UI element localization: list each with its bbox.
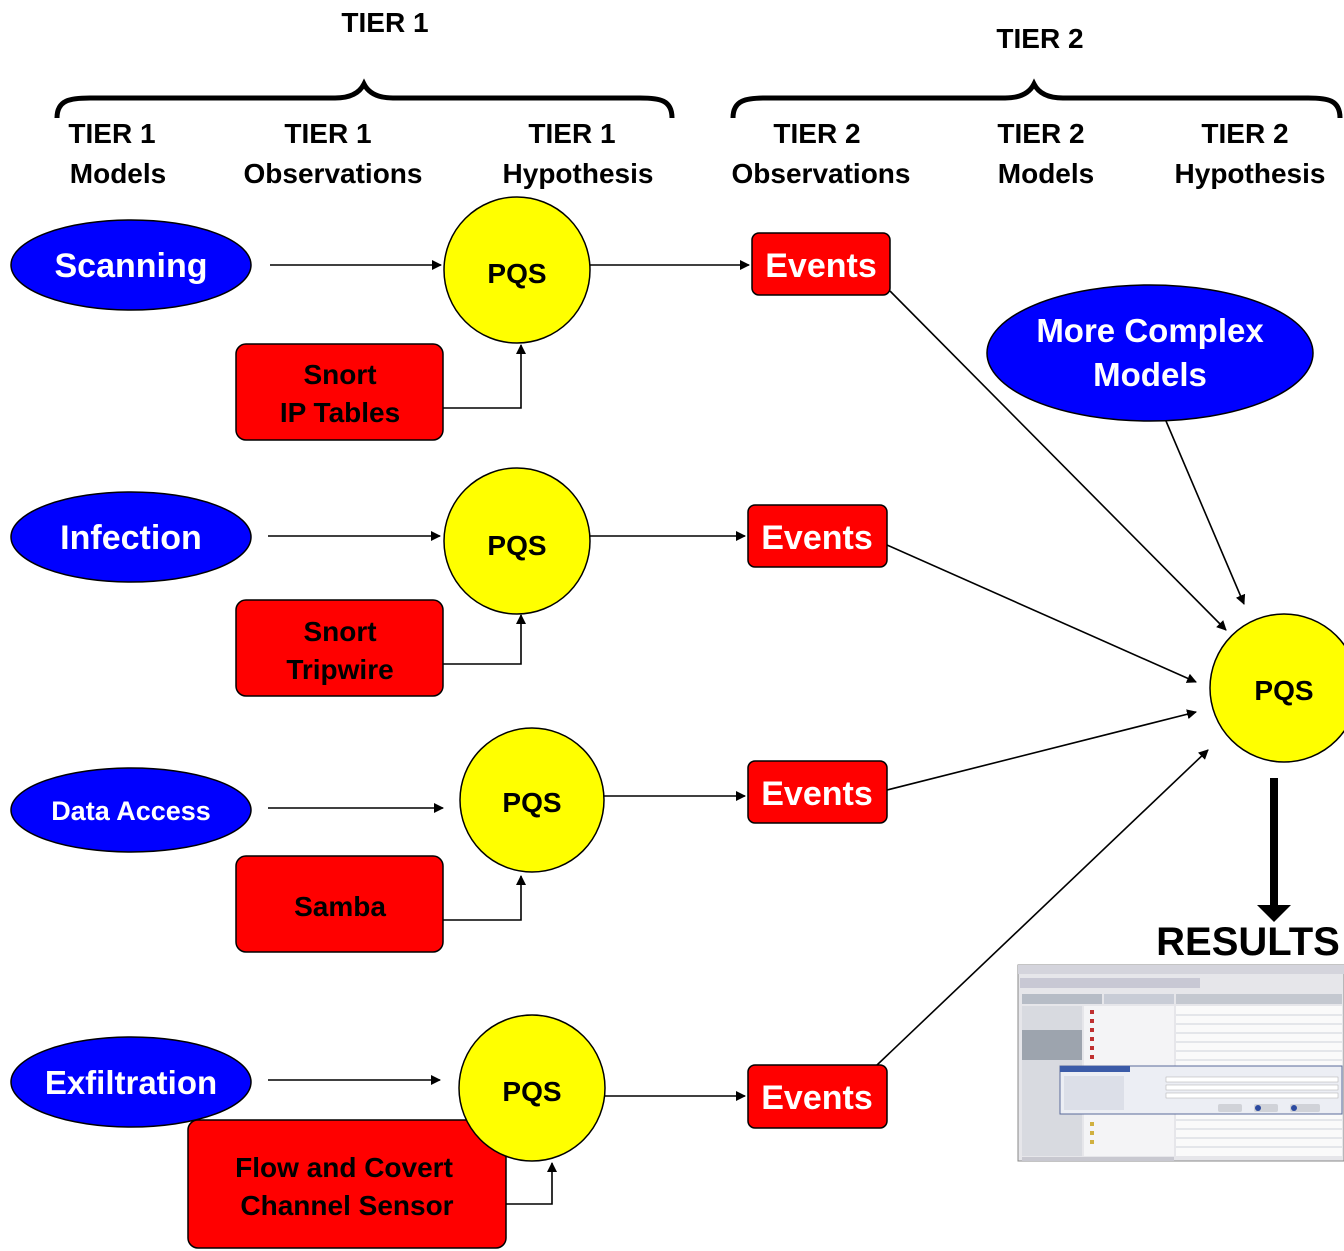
col-header-line2: Models	[70, 158, 166, 189]
events-node	[747, 504, 888, 568]
model-label: Exfiltration	[45, 1064, 217, 1101]
sensor-label-line2: Channel Sensor	[240, 1190, 453, 1221]
pqs-node	[458, 1014, 606, 1162]
col-header-line2: Hypothesis	[1175, 158, 1326, 189]
pqs-label: PQS	[487, 530, 546, 561]
pqs-node	[459, 727, 605, 873]
complex-models-node	[986, 284, 1314, 422]
tier2-brace	[730, 78, 1343, 119]
row-infection: Infection Snort Tripwire PQS Events	[10, 467, 888, 697]
pqs-label: PQS	[487, 258, 546, 289]
events-label: Events	[761, 1079, 873, 1117]
sensor-label-line1: Samba	[294, 891, 386, 922]
sensor-label-line2: IP Tables	[280, 397, 400, 428]
sensor-node	[235, 599, 444, 697]
sensor-label-line1: Snort	[303, 616, 376, 647]
sensor-label-line2: Tripwire	[286, 654, 393, 685]
sensor-label-line1: Snort	[303, 359, 376, 390]
sensor-to-pqs-arrow	[443, 875, 526, 921]
events-to-final-pqs-arrow	[889, 290, 1227, 631]
col-header-line1: TIER 1	[284, 118, 371, 149]
col-header-line1: TIER 2	[997, 118, 1084, 149]
row-scanning: Scanning Snort IP Tables PQS Events	[10, 196, 891, 441]
col-header-line2: Hypothesis	[503, 158, 654, 189]
col-header-line1: TIER 2	[1201, 118, 1288, 149]
sensor-node	[235, 343, 444, 441]
results-screenshot-thumbnail	[1017, 964, 1344, 1162]
model-label: Scanning	[54, 247, 207, 285]
model-label: Data Access	[51, 796, 211, 826]
sensor-node	[235, 855, 444, 953]
pqs-node	[443, 196, 591, 344]
complex-models-label-line2: Models	[1093, 356, 1207, 393]
col-header-line2: Observations	[244, 158, 423, 189]
events-to-final-pqs-arrow	[886, 709, 1197, 791]
sensor-node	[187, 1119, 507, 1249]
col-header-line1: TIER 1	[68, 118, 155, 149]
model-node	[10, 1036, 252, 1128]
pqs-label: PQS	[502, 787, 561, 818]
pqs-label: PQS	[502, 1076, 561, 1107]
events-node	[747, 1064, 888, 1129]
col-header-line2: Models	[998, 158, 1094, 189]
model-node	[10, 491, 252, 583]
col-header-line2: Observations	[732, 158, 911, 189]
row-data-access: Data Access Samba PQS Events	[10, 727, 888, 953]
events-to-final-pqs-arrow	[876, 749, 1209, 1066]
tier1-brace	[54, 78, 675, 119]
events-to-final-pqs-arrow	[886, 544, 1197, 683]
row-exfiltration: Exfiltration PQS Flow and Covert Channel…	[10, 1014, 888, 1249]
complex-models-label-line1: More Complex	[1036, 312, 1264, 349]
events-label: Events	[765, 247, 877, 285]
results-label: RESULTS	[1156, 920, 1340, 964]
tier2-hypothesis: More Complex Models PQS RESULTS	[876, 284, 1344, 1066]
pqs-node	[443, 467, 591, 615]
sensor-label-line1: Flow and Covert	[235, 1152, 453, 1183]
column-headers: TIER 1 Models TIER 1 Observations TIER 1…	[68, 118, 1325, 189]
results-arrow-head	[1257, 905, 1291, 922]
tier1-header: TIER 1	[341, 7, 428, 38]
events-label: Events	[761, 519, 873, 557]
model-node	[10, 767, 252, 853]
model-node	[10, 219, 252, 311]
final-pqs-label: PQS	[1254, 675, 1313, 706]
events-node	[751, 232, 891, 296]
model-label: Infection	[60, 519, 202, 557]
sensor-to-pqs-arrow	[443, 344, 526, 409]
events-node	[747, 760, 888, 824]
sensor-to-pqs-arrow	[506, 1162, 557, 1205]
events-label: Events	[761, 775, 873, 813]
col-header-line1: TIER 2	[773, 118, 860, 149]
final-pqs-node	[1209, 613, 1344, 763]
tier2-header: TIER 2	[996, 23, 1083, 54]
sensor-to-pqs-arrow	[443, 614, 526, 665]
complex-to-pqs-arrow	[1165, 420, 1246, 605]
col-header-line1: TIER 1	[528, 118, 615, 149]
